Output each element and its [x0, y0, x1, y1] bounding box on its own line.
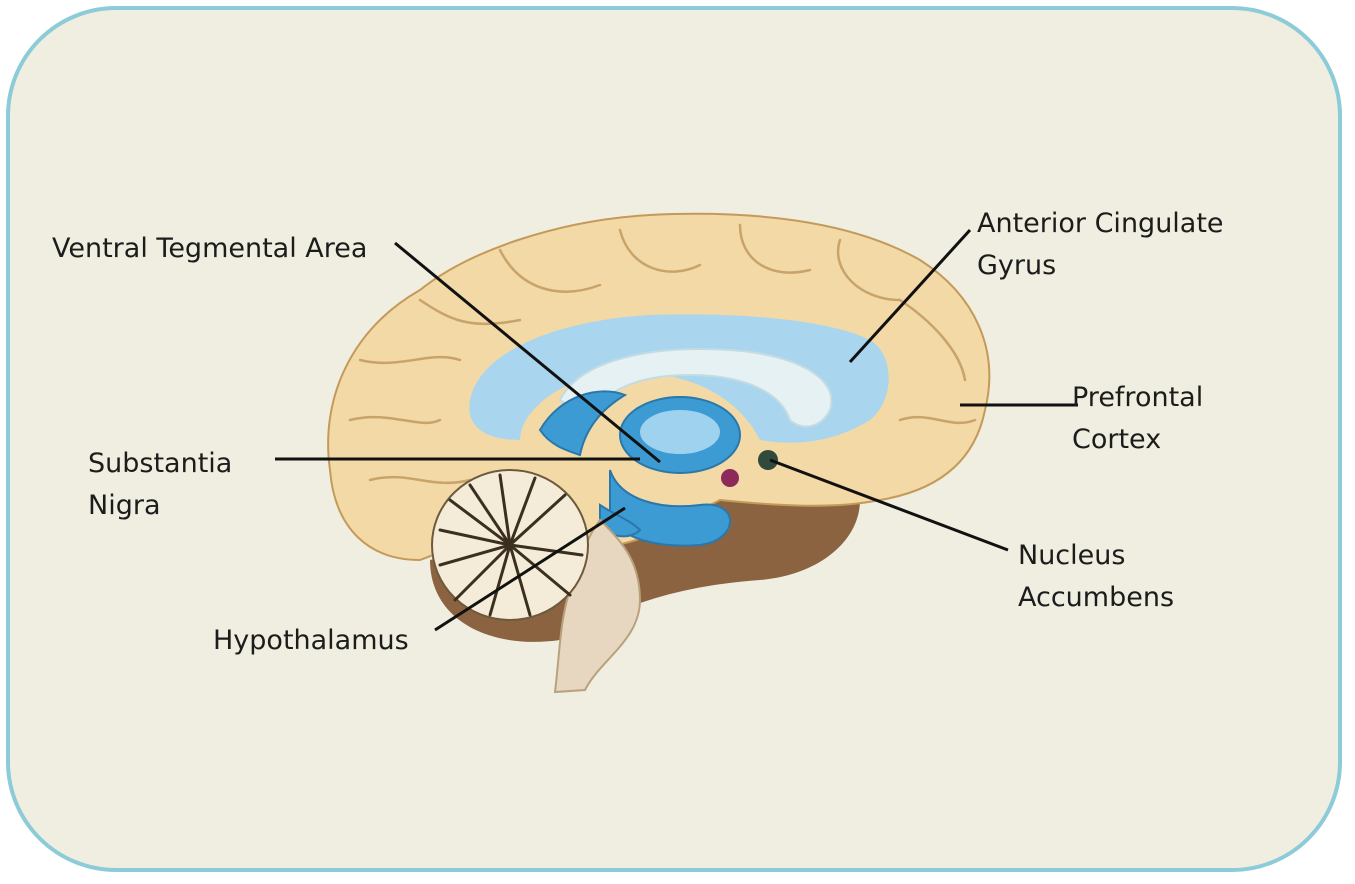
nucleus-accumbens-dot: [721, 469, 739, 487]
label-substantia-line2: Nigra: [88, 485, 232, 527]
thalamus-highlight: [640, 410, 720, 454]
label-substantia-nigra: Substantia Nigra: [88, 443, 232, 527]
label-nucleus-line2: Accumbens: [1018, 577, 1174, 619]
label-anterior-cingulate-line2: Gyrus: [977, 245, 1224, 287]
label-prefrontal-line2: Cortex: [1072, 419, 1203, 461]
label-hypothalamus: Hypothalamus: [213, 620, 409, 662]
cerebellum: [432, 470, 588, 620]
label-prefrontal-cortex: Prefrontal Cortex: [1072, 377, 1203, 461]
label-substantia-line1: Substantia: [88, 443, 232, 485]
dark-nucleus: [758, 450, 778, 470]
label-nucleus-line1: Nucleus: [1018, 535, 1174, 577]
label-anterior-cingulate-line1: Anterior Cingulate: [977, 203, 1224, 245]
label-prefrontal-line1: Prefrontal: [1072, 377, 1203, 419]
label-ventral-tegmental-area: Ventral Tegmental Area: [52, 228, 367, 270]
label-anterior-cingulate-gyrus: Anterior Cingulate Gyrus: [977, 203, 1224, 287]
label-nucleus-accumbens: Nucleus Accumbens: [1018, 535, 1174, 619]
